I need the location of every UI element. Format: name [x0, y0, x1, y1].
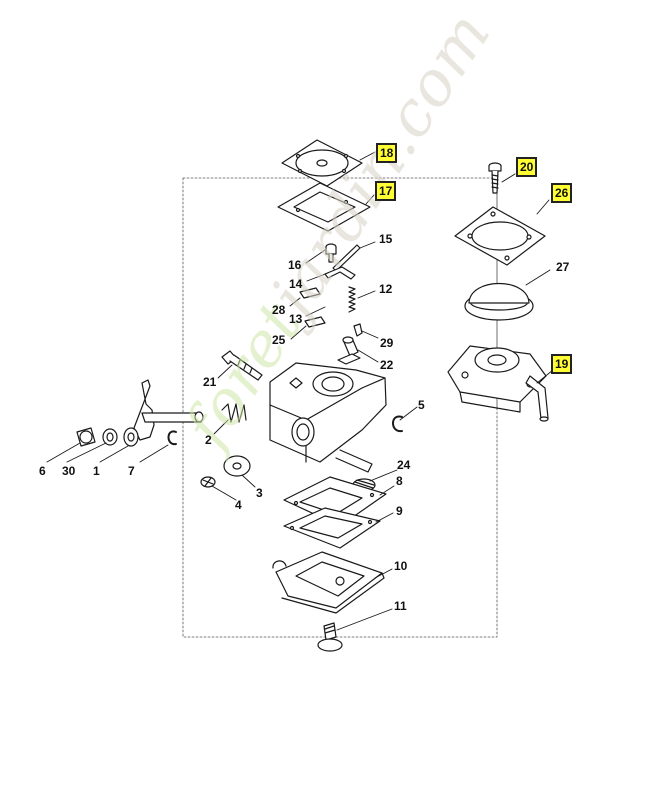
- leader-6: [46, 442, 81, 463]
- part-14-lever: [324, 266, 356, 280]
- leader-1: [99, 445, 129, 463]
- part-28-bushing: [299, 287, 321, 299]
- part-label-16: 16: [288, 258, 302, 272]
- part-17-gasket: [277, 182, 371, 232]
- leader-11: [336, 608, 393, 631]
- part-26-gasket: [454, 206, 546, 266]
- part-label-26: 26: [551, 183, 573, 203]
- leader-18: [359, 151, 376, 161]
- part-11-screw: [317, 622, 343, 652]
- part-7-circlip: [167, 430, 177, 446]
- part-label-15: 15: [379, 232, 393, 246]
- part-label-17: 17: [375, 181, 397, 201]
- part-29-needle: [353, 323, 363, 337]
- leader-27: [525, 269, 551, 286]
- part-label-11: 11: [394, 599, 407, 613]
- part-label-18: 18: [376, 143, 398, 163]
- leader-16: [305, 249, 326, 264]
- part-16-screw: [325, 243, 337, 263]
- part-label-20: 20: [516, 157, 538, 177]
- leader-22: [357, 349, 379, 363]
- part-label-6: 6: [39, 464, 46, 478]
- leader-12: [357, 290, 376, 299]
- leader-8: [379, 485, 395, 496]
- leader-17: [365, 194, 375, 205]
- leader-21: [217, 364, 233, 379]
- part-30-washer: [102, 428, 118, 446]
- leader-25: [290, 325, 307, 340]
- part-label-27: 27: [556, 260, 570, 274]
- part-12-spring: [348, 286, 356, 313]
- leader-29: [361, 330, 379, 339]
- leader-10: [374, 568, 393, 579]
- part-label-5: 5: [418, 398, 425, 412]
- part-label-29: 29: [380, 336, 394, 350]
- part-label-14: 14: [289, 277, 303, 291]
- leader-5: [399, 406, 418, 421]
- part-label-1: 1: [93, 464, 100, 478]
- leader-28: [289, 297, 301, 307]
- part-4-screw: [200, 476, 216, 488]
- leader-24: [369, 469, 398, 482]
- part-27-primer-bulb: [464, 283, 534, 321]
- part-5-circlip: [392, 415, 403, 433]
- part-25-bushing: [304, 316, 326, 328]
- leader-4: [211, 485, 237, 501]
- part-9-gasket: [283, 507, 381, 549]
- leader-13: [305, 306, 326, 317]
- part-label-19: 19: [551, 354, 573, 374]
- throttle-shaft: [133, 379, 204, 441]
- part-label-13: 13: [289, 312, 303, 326]
- leader-15: [359, 241, 376, 249]
- part-21-idle-screw: [221, 350, 263, 381]
- part-label-7: 7: [128, 464, 135, 478]
- leader-14: [306, 272, 329, 282]
- part-18-diaphragm: [281, 139, 363, 187]
- part-label-8: 8: [396, 474, 403, 488]
- part-label-3: 3: [256, 486, 263, 500]
- carburetor-body: [269, 353, 387, 473]
- part-label-12: 12: [379, 282, 393, 296]
- part-label-9: 9: [396, 504, 403, 518]
- part-22-valve: [342, 336, 359, 357]
- part-label-4: 4: [235, 498, 242, 512]
- part-20-screw: [488, 162, 502, 194]
- part-label-25: 25: [272, 333, 286, 347]
- leader-26: [536, 199, 550, 215]
- part-label-21: 21: [203, 375, 217, 389]
- part-label-10: 10: [394, 559, 408, 573]
- part-label-30: 30: [62, 464, 76, 478]
- part-3-valve-disc: [223, 455, 251, 477]
- leader-19: [536, 369, 554, 384]
- part-2-spring: [221, 403, 247, 423]
- leader-7: [139, 444, 169, 463]
- part-label-28: 28: [272, 303, 286, 317]
- leader-30: [66, 442, 107, 463]
- leader-9: [375, 512, 394, 523]
- part-1-washer: [123, 427, 139, 447]
- part-label-24: 24: [397, 458, 411, 472]
- part-10-cover: [272, 551, 385, 614]
- part-19-pump-housing: [447, 345, 549, 422]
- part-label-22: 22: [380, 358, 394, 372]
- part-6-cap: [76, 427, 96, 447]
- leader-3: [241, 474, 256, 488]
- part-label-2: 2: [205, 433, 212, 447]
- leader-20: [501, 173, 516, 183]
- leader-2: [213, 419, 229, 435]
